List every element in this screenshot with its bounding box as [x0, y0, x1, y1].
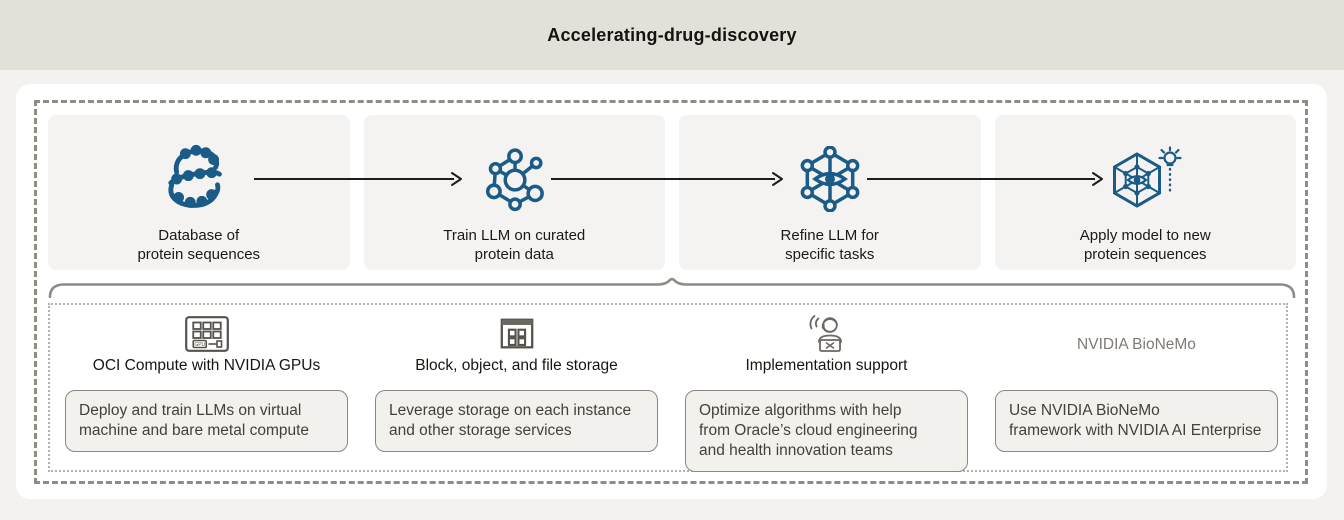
step-label: Apply model to new protein sequences	[1079, 227, 1211, 263]
protein-database-icon	[160, 139, 238, 219]
step-box-refine: Refine LLM for specific tasks	[679, 115, 981, 270]
page-title: Accelerating-drug-discovery	[547, 24, 797, 45]
step-label: Train LLM on curated protein data	[443, 227, 586, 263]
train-llm-icon	[481, 139, 547, 219]
resource-description: Leverage storage on each instance and ot…	[375, 390, 658, 453]
inner-dotted-frame	[48, 303, 1288, 472]
pipeline-steps-row: Database of protein sequences	[48, 115, 1296, 270]
step-box-database: Database of protein sequences	[48, 115, 350, 270]
diagram-card: Database of protein sequences	[16, 84, 1327, 499]
step-label: Refine LLM for specific tasks	[780, 227, 879, 263]
step-box-apply: Apply model to new protein sequences	[994, 115, 1296, 270]
title-band: Accelerating-drug-discovery	[0, 0, 1344, 70]
resource-label: OCI Compute with NVIDIA GPUs	[92, 357, 321, 374]
resources-row: GPU OCI Compute with NVIDIA GPUs Deploy …	[65, 312, 1278, 473]
resource-description: Deploy and train LLMs on virtual machine…	[65, 390, 348, 453]
resource-description: Optimize algorithms with help from Oracl…	[685, 390, 968, 473]
storage-icon	[498, 312, 536, 356]
flow-arrow-icon	[253, 171, 463, 187]
step-box-train: Train LLM on curated protein data	[363, 115, 665, 270]
resource-description: Use NVIDIA BioNeMo framework with NVIDIA…	[995, 390, 1278, 453]
resource-col-compute: GPU OCI Compute with NVIDIA GPUs Deploy …	[65, 312, 348, 472]
apply-model-icon	[1107, 139, 1183, 219]
resource-label: Block, object, and file storage	[415, 357, 618, 374]
step-label: Database of protein sequences	[137, 227, 261, 263]
resource-col-bionemo: NVIDIA BioNeMo Use NVIDIA BioNeMo framew…	[995, 312, 1278, 472]
gpu-chip-label: GPU	[194, 342, 205, 348]
resource-label: Implementation support	[745, 357, 908, 374]
resource-col-storage: Block, object, and file storage Leverage…	[375, 312, 658, 472]
flow-arrow-icon	[550, 171, 784, 187]
resource-label: NVIDIA BioNeMo	[1077, 336, 1196, 353]
outer-dashed-frame	[34, 100, 1308, 484]
resource-col-support: Implementation support Optimize algorith…	[685, 312, 968, 473]
flow-arrow-icon	[866, 171, 1104, 187]
curly-brace	[48, 277, 1296, 299]
refine-llm-icon	[797, 139, 863, 219]
gpu-compute-icon: GPU	[184, 312, 230, 356]
support-agent-icon	[805, 312, 849, 356]
